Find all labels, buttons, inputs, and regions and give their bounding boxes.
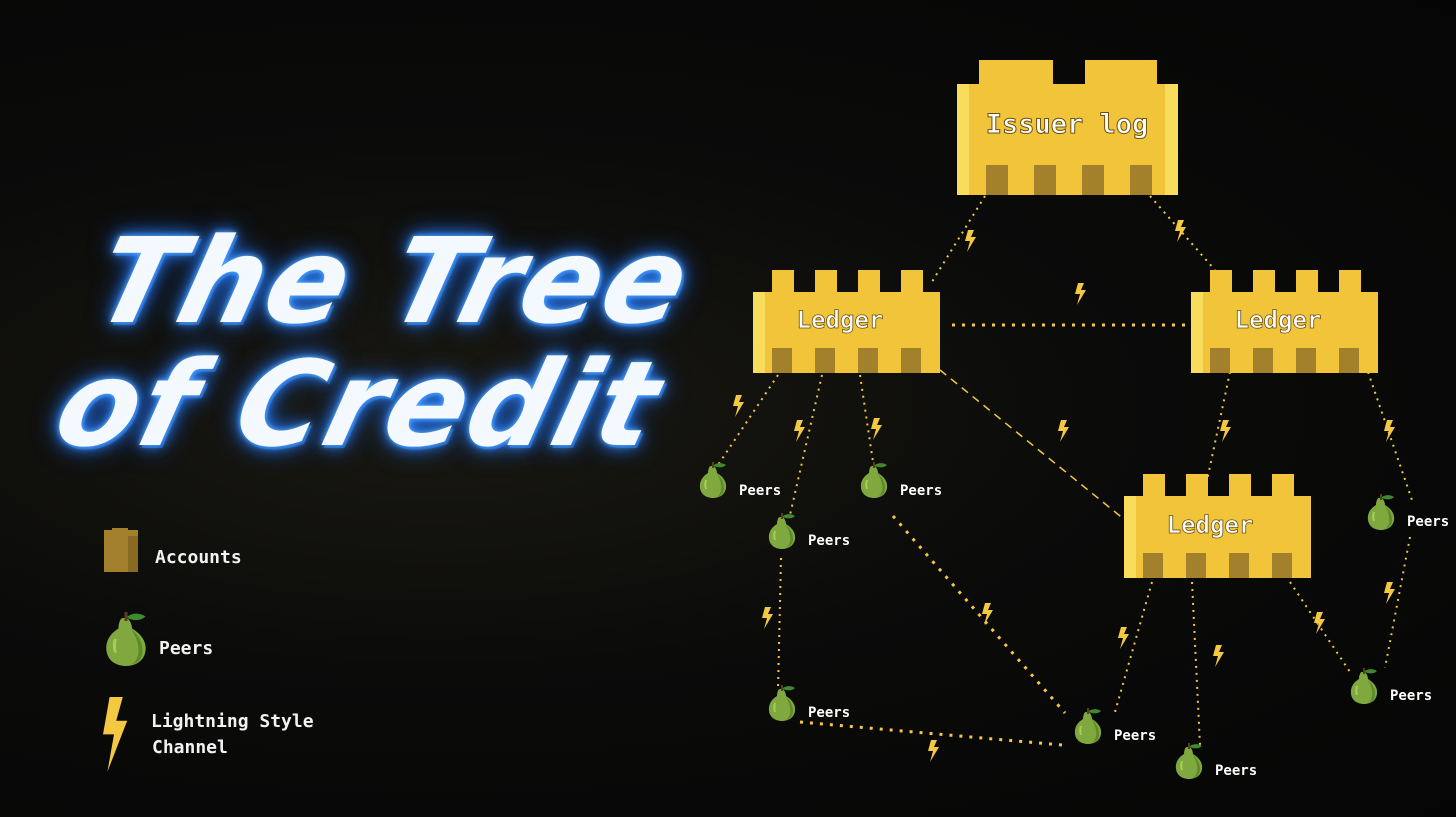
peer-label: Peers xyxy=(739,483,781,499)
pear-icon xyxy=(860,462,888,498)
legend-accounts-label: Accounts xyxy=(155,547,242,568)
issuer-log-block: Issuer log xyxy=(957,60,1178,195)
channel-ledger-right-peer-r1 xyxy=(1367,371,1413,501)
ledger-bottom-label: Ledger xyxy=(1167,511,1254,539)
lightning-bolt-icon xyxy=(1175,220,1186,242)
pear-icon xyxy=(1350,668,1378,704)
lightning-bolt-icon xyxy=(1220,420,1231,442)
account-icon xyxy=(1253,348,1273,373)
account-slots xyxy=(986,165,1152,195)
account-icon xyxy=(1034,165,1056,195)
channel-ledger-left-peer-c xyxy=(859,374,874,463)
pear-icon xyxy=(1074,708,1102,744)
peer-label: Peers xyxy=(808,705,850,721)
peer-node: Peers xyxy=(1175,743,1257,779)
title-line-2: of Credit xyxy=(42,335,675,473)
peer-node: Peers xyxy=(1350,668,1432,704)
channel-peer-d-peer-e xyxy=(799,720,1063,747)
account-icon xyxy=(1339,348,1359,373)
account-icon xyxy=(986,165,1008,195)
ledger-left-block: Ledger xyxy=(753,270,940,373)
account-icon xyxy=(1082,165,1104,195)
issuer-log-label: Issuer log xyxy=(986,109,1149,140)
channel-ledger-left-peer-a xyxy=(717,374,779,466)
lightning-bolt-icon xyxy=(1314,612,1325,634)
ledger-bottom-block: Ledger xyxy=(1124,474,1311,578)
account-icon xyxy=(104,528,138,572)
peer-label: Peers xyxy=(900,483,942,499)
pear-icon xyxy=(106,612,146,666)
account-icon xyxy=(1210,348,1230,373)
channel-ledger-left-bottom xyxy=(939,369,1126,521)
channel-ledger-left-peer-b xyxy=(789,374,823,516)
ledger-right-label: Ledger xyxy=(1235,306,1322,334)
account-icon xyxy=(1296,348,1316,373)
peer-label: Peers xyxy=(1114,728,1156,744)
legend-icons xyxy=(103,528,146,772)
account-icon xyxy=(772,348,792,373)
pear-icon xyxy=(768,685,796,721)
pear-icon xyxy=(1367,494,1395,530)
peer-label: Peers xyxy=(1215,763,1257,779)
peer-node: Peers xyxy=(1074,708,1156,744)
account-icon xyxy=(1130,165,1152,195)
legend-channel-label-line2: Channel xyxy=(152,737,228,758)
lightning-bolt-icon xyxy=(965,230,976,252)
lightning-bolt-icon xyxy=(794,420,805,442)
lightning-bolt-icon xyxy=(103,697,128,772)
lightning-bolt-icon xyxy=(1118,627,1129,649)
peer-label: Peers xyxy=(1390,688,1432,704)
pear-icon xyxy=(1175,743,1203,779)
channel-ledger-bottom-peer-e xyxy=(1114,581,1153,713)
channel-issuer-ledger-right xyxy=(1149,195,1216,271)
peer-node: Peers xyxy=(699,462,781,499)
account-icon xyxy=(1143,553,1163,578)
peer-node: Peers xyxy=(860,462,942,499)
peer-node: Peers xyxy=(768,685,850,721)
channel-peer-b-peer-d xyxy=(777,557,782,691)
ledger-left-label: Ledger xyxy=(797,306,884,334)
account-icon xyxy=(1272,553,1292,578)
pear-icon xyxy=(768,513,796,549)
lightning-bolt-icon xyxy=(1384,582,1395,604)
legend-peers-label: Peers xyxy=(159,638,214,659)
account-icon xyxy=(1229,553,1249,578)
ledger-right-block: Ledger xyxy=(1191,270,1378,373)
channel-lines xyxy=(717,195,1413,747)
account-icon xyxy=(901,348,921,373)
lightning-bolt-icon xyxy=(733,395,744,417)
lightning-bolt-icon xyxy=(762,607,773,629)
account-icon xyxy=(815,348,835,373)
channel-issuer-ledger-left xyxy=(929,195,986,286)
channel-peer-c-peer-e xyxy=(891,515,1067,714)
channel-ledger-bottom-peer-g xyxy=(1289,581,1353,676)
channel-ledger-bottom-peer-f xyxy=(1191,581,1201,746)
peer-label: Peers xyxy=(1407,514,1449,530)
pear-icon xyxy=(699,462,727,498)
lightning-bolt-icon xyxy=(982,603,993,625)
lightning-bolt-icon xyxy=(928,740,939,762)
peer-label: Peers xyxy=(808,533,850,549)
peer-node: Peers xyxy=(768,513,850,549)
peer-node: Peers xyxy=(1367,494,1449,530)
channel-peer-r1-peer-r2 xyxy=(1384,536,1411,669)
lightning-bolt-icon xyxy=(871,418,882,440)
account-icon xyxy=(1186,553,1206,578)
lightning-bolt-icon xyxy=(1213,645,1224,667)
title-line-1: The Tree xyxy=(82,212,705,350)
legend-channel-label-line1: Lightning Style xyxy=(151,711,314,732)
lightning-bolt-icon xyxy=(1075,283,1086,305)
account-icon xyxy=(858,348,878,373)
lightning-bolt-icon xyxy=(1384,420,1395,442)
lightning-bolt-icon xyxy=(1058,420,1069,442)
